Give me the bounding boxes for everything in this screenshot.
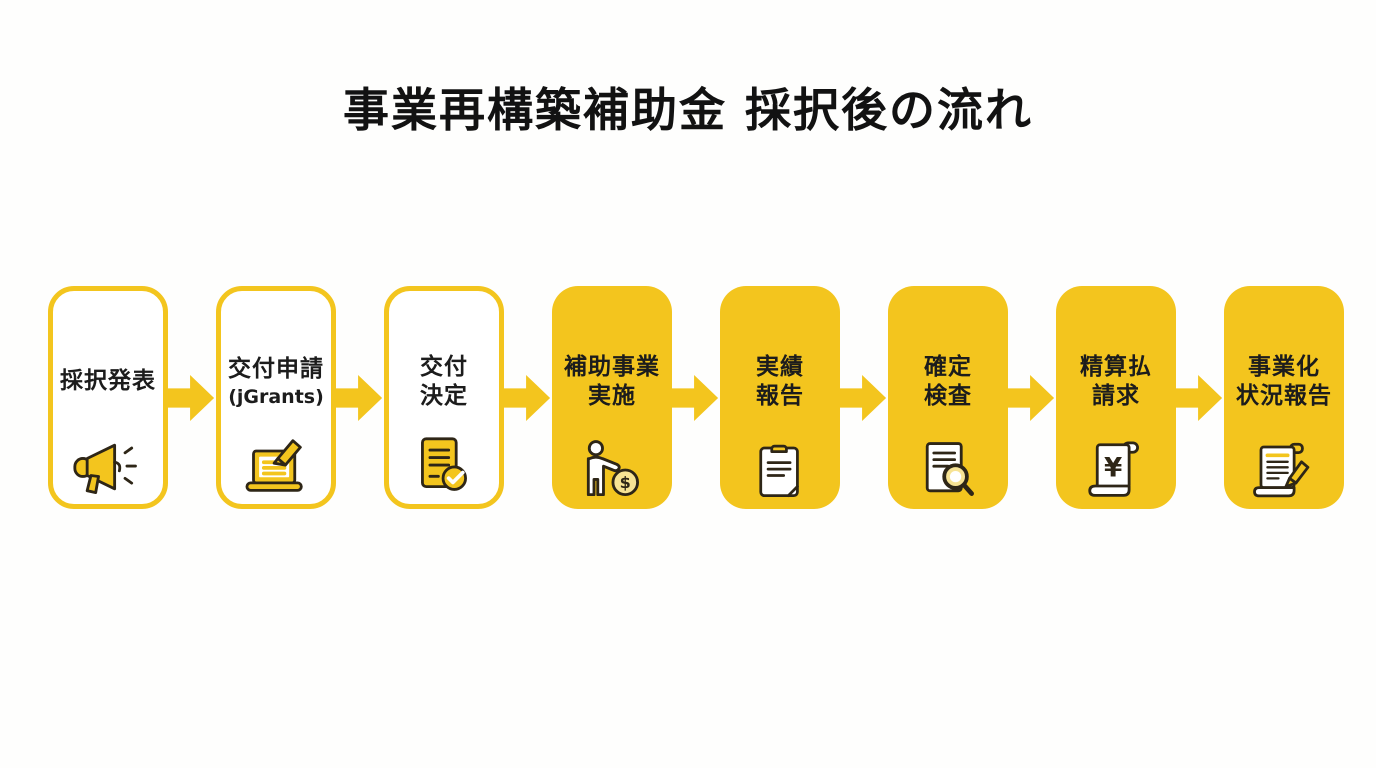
step-label: 精算払 請求	[1080, 336, 1152, 428]
clipboard-icon	[747, 439, 813, 501]
process-flow: 採択発表	[48, 286, 1344, 509]
arrow-right-icon	[672, 286, 720, 509]
step-label-line2: 検査	[924, 383, 972, 409]
person-coin-icon: $	[576, 439, 648, 501]
step-final-inspection: 確定 検査	[888, 286, 1008, 509]
arrow-right-icon	[504, 286, 552, 509]
step-label-line1: 交付	[420, 353, 468, 380]
step-label: 事業化 状況報告	[1236, 336, 1332, 428]
step-label-line2: 請求	[1092, 383, 1140, 409]
step-label-line1: 精算払	[1080, 353, 1152, 380]
page-title: 事業再構築補助金 採択後の流れ	[342, 83, 1033, 137]
svg-text:¥: ¥	[1104, 454, 1122, 484]
document-check-icon	[410, 434, 478, 496]
step-label-line1: 補助事業	[564, 353, 660, 380]
arrow-right-icon	[336, 286, 384, 509]
step-payment-request: 精算払 請求 ¥	[1056, 286, 1176, 509]
step-adoption-announcement: 採択発表	[48, 286, 168, 509]
step-label-line1: 採択発表	[60, 368, 156, 395]
step-label: 実績 報告	[756, 336, 804, 428]
step-grant-application: 交付申請 (jGrants)	[216, 286, 336, 509]
step-grant-decision: 交付 決定	[384, 286, 504, 509]
step-commercialization-report: 事業化 状況報告	[1224, 286, 1344, 509]
step-label-line1: 実績	[756, 353, 804, 380]
step-label-line2: 実施	[588, 383, 636, 409]
step-label: 補助事業 実施	[564, 336, 660, 428]
step-label-line2: 決定	[420, 383, 468, 409]
scroll-yen-icon: ¥	[1082, 439, 1150, 501]
megaphone-icon	[72, 434, 144, 496]
step-label: 交付 決定	[420, 336, 468, 428]
step-label-line2: 報告	[756, 383, 804, 409]
step-label: 確定 検査	[924, 336, 972, 428]
step-label: 交付申請 (jGrants)	[228, 336, 324, 428]
step-label-line1: 事業化	[1248, 353, 1320, 380]
document-pencil-icon	[1249, 439, 1319, 501]
step-label-line2: (jGrants)	[228, 385, 324, 408]
arrow-right-icon	[1008, 286, 1056, 509]
step-label: 採択発表	[60, 336, 156, 428]
step-project-implementation: 補助事業 実施 $	[552, 286, 672, 509]
step-results-report: 実績 報告	[720, 286, 840, 509]
arrow-right-icon	[1176, 286, 1224, 509]
arrow-right-icon	[168, 286, 216, 509]
step-label-line1: 交付申請	[228, 356, 324, 383]
arrow-right-icon	[840, 286, 888, 509]
step-label-line2: 状況報告	[1236, 383, 1332, 409]
document-magnifier-icon	[914, 439, 982, 501]
laptop-pencil-icon	[240, 434, 312, 496]
step-label-line1: 確定	[924, 353, 972, 380]
svg-text:$: $	[620, 473, 631, 492]
